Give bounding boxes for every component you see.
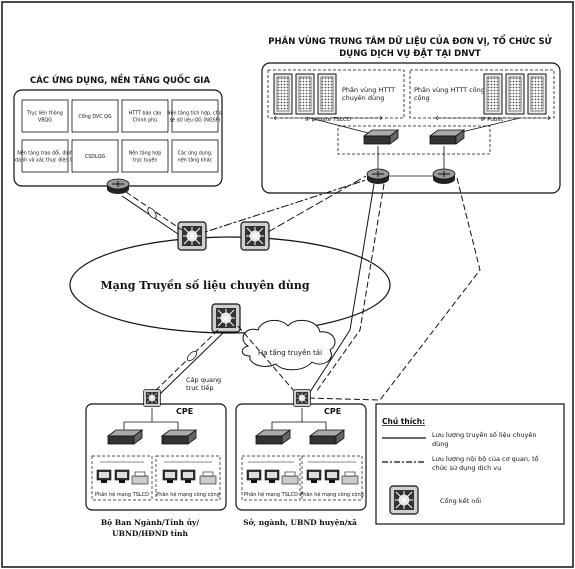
server-icon (295, 73, 315, 115)
national-app-label: HTTT báo cáo (129, 110, 162, 117)
national-app-box (171, 99, 219, 133)
national-app-box (171, 139, 219, 173)
national-app-label: Nền tảng trao đổi, định (17, 149, 73, 157)
site-left-sub-public: Phân hệ mạng công cộng (156, 491, 220, 498)
core-switch-icon (429, 129, 465, 145)
site-left-caption-2: UBND/HĐND tỉnh (112, 529, 188, 538)
gateway-icon (211, 303, 241, 333)
core-switch-zone (337, 125, 491, 155)
main-network-ellipse (69, 236, 391, 334)
datacenter-title-line1: PHÂN VÙNG TRUNG TÂM DỮ LIỆU CỦA ĐƠN VỊ, … (268, 34, 552, 47)
dc-router-private-icon (366, 168, 390, 185)
fiber-label-1: Cáp quang (186, 376, 221, 384)
national-app-box (21, 99, 69, 133)
site-right-sub-private: Phân hệ mạng TSLCD (244, 491, 298, 498)
zone-public-label-2: cộng (414, 94, 430, 102)
core-switch-icon (363, 129, 399, 145)
national-app-label: nền tảng khác (178, 156, 213, 164)
switch-icon (309, 429, 345, 445)
national-app-label: trực tuyến (133, 157, 158, 164)
server-icon (483, 73, 503, 115)
legend-line2-a: Lưu lượng nội bộ của cơ quan, tổ (432, 454, 539, 463)
zone-private-label-2: chuyên dùng (342, 94, 384, 102)
national-app-label: Trục liên thông (26, 110, 63, 117)
infra-label: Hạ tầng truyền tải (258, 349, 322, 357)
link-national-gateway (125, 191, 183, 231)
fiber-label-2: trực tiếp (186, 384, 213, 392)
site-left-cpe-label: CPE (176, 407, 193, 416)
national-app-box (121, 99, 169, 133)
site-left-sub-private: Phân hệ mạng TSLCD (95, 491, 149, 498)
main-network-label: Mạng Truyền số liệu chuyên dùng (100, 279, 309, 292)
server-icon (273, 73, 293, 115)
ip-public-label: IP Public (481, 117, 504, 123)
national-app-label: CSDLQG (85, 154, 106, 160)
server-icon (505, 73, 525, 115)
site-right-caption-1: Sở, ngành, UBND huyện/xã (243, 518, 357, 527)
site-right-cpe-label: CPE (324, 407, 341, 416)
national-app-label: Chính phủ (133, 117, 157, 124)
gateway-icon (177, 221, 207, 251)
ip-private-label: IP private TSLCD (305, 117, 351, 123)
national-app-label: Các ứng dụng, (178, 150, 213, 157)
site-right-sub-public: Phân hệ mạng công cộng (300, 491, 364, 498)
zone-public-label-1: Phân vùng HTTT công (414, 86, 485, 94)
national-app-box (21, 139, 69, 173)
site-right-cpe-icon (293, 389, 311, 407)
national-app-label: Cổng DVC QG (78, 113, 111, 120)
legend-line2-b: chức sử dụng dịch vụ (432, 464, 501, 472)
national-app-label: VBQG (38, 118, 52, 124)
national-app-label: sẻ dữ liệu QG (NGSP) (170, 117, 221, 124)
server-icon (527, 73, 547, 115)
national-app-label: Nền tảng tích hợp, chia (167, 109, 223, 117)
national-app-box (121, 139, 169, 173)
legend-line1-b: dùng (432, 440, 449, 448)
dc-router-public-icon (432, 168, 456, 185)
switch-icon (255, 429, 291, 445)
datacenter-title-line2: DỤNG DỊCH VỤ ĐẶT TẠI DNVT (339, 48, 481, 59)
site-left-caption-1: Bộ Ban Ngành/Tỉnh ủy/ (101, 518, 200, 527)
switch-icon (107, 429, 143, 445)
legend-gateway-label: Cổng kết nối (440, 496, 481, 505)
national-app-box (71, 139, 119, 173)
national-router-icon (106, 178, 130, 195)
zone-private-label-1: Phân vùng HTTT (342, 86, 395, 94)
server-icon (317, 73, 337, 115)
national-app-box (71, 99, 119, 133)
legend-gateway-icon (389, 485, 419, 515)
switch-icon (161, 429, 197, 445)
link-public-cpe (307, 177, 481, 401)
gateway-icon (240, 221, 270, 251)
legend-title: Chú thích: (382, 417, 425, 426)
legend-line1-a: Lưu lượng truyền số liệu chuyên (432, 431, 537, 439)
national-app-label: danh và xác thực điện tử (15, 157, 76, 164)
site-left-cpe-icon (143, 389, 161, 407)
national-app-label: Nền tảng hợp (129, 149, 162, 157)
national-title: CÁC ỨNG DỤNG, NỀN TẢNG QUỐC GIA (30, 73, 211, 86)
